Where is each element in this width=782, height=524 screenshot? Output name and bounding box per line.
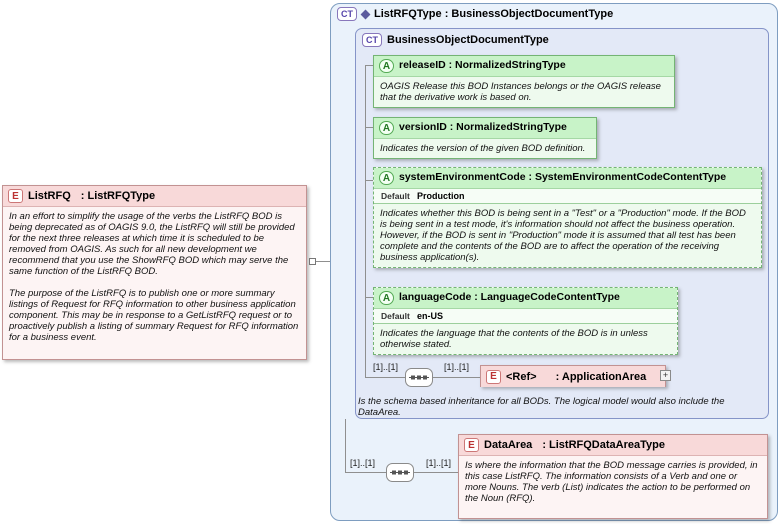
connector-line <box>345 419 346 473</box>
sequence-icon <box>386 463 414 487</box>
cardinality-label: [1]..[1] <box>444 362 470 372</box>
attribute-versionid[interactable]: A versionID : NormalizedStringType Indic… <box>373 117 597 159</box>
attribute-header: A systemEnvironmentCode : SystemEnvironm… <box>374 168 761 189</box>
connector-line <box>414 472 458 473</box>
default-value-row: Default Production <box>374 189 761 204</box>
attribute-doc: Indicates whether this BOD is being sent… <box>380 208 746 263</box>
element-name: ListRFQ <box>28 190 71 202</box>
attribute-badge-icon: A <box>379 291 394 305</box>
element-header: E ListRFQ : ListRFQType <box>3 186 306 207</box>
cardinality-label: [1]..[1] <box>350 458 376 468</box>
element-header: E <Ref> : ApplicationArea <box>481 366 665 387</box>
element-type: : ApplicationArea <box>555 370 647 383</box>
element-doc-paragraph: The purpose of the ListRFQ is to publish… <box>9 288 299 343</box>
complextype-badge-icon: CT <box>337 7 357 21</box>
connector-line <box>365 377 405 378</box>
default-value: Production <box>417 191 465 201</box>
attribute-doc: OAGIS Release this BOD Instances belongs… <box>380 81 661 103</box>
complextype-bod-header: CT BusinessObjectDocumentType <box>362 33 549 47</box>
complextype-bod-title: BusinessObjectDocumentType <box>387 34 549 46</box>
default-label: Default <box>381 191 410 201</box>
attribute-title: releaseID : NormalizedStringType <box>399 59 566 71</box>
element-type: : ListRFQType <box>80 190 156 202</box>
attribute-title: versionID : NormalizedStringType <box>399 121 567 133</box>
attribute-doc: Indicates the version of the given BOD d… <box>380 143 586 154</box>
element-name: <Ref> <box>506 370 537 383</box>
element-badge-icon: E <box>8 189 23 203</box>
type-reference-icon <box>309 258 316 265</box>
element-header: E DataArea : ListRFQDataAreaType <box>459 435 767 456</box>
content-model-icon <box>360 9 371 19</box>
attribute-systemenvironmentcode[interactable]: A systemEnvironmentCode : SystemEnvironm… <box>373 167 762 268</box>
complextype-badge-icon: CT <box>362 33 382 47</box>
complextype-listrfqtype-header: CT ListRFQType : BusinessObjectDocumentT… <box>337 7 613 21</box>
attribute-header: A languageCode : LanguageCodeContentType <box>374 288 677 309</box>
element-doc-paragraph: In an effort to simplify the usage of th… <box>9 211 295 277</box>
element-badge-icon: E <box>464 438 479 452</box>
attribute-header: A versionID : NormalizedStringType <box>374 118 596 139</box>
element-doc: In an effort to simplify the usage of th… <box>3 207 306 347</box>
connector-line <box>345 472 386 473</box>
attribute-languagecode[interactable]: A languageCode : LanguageCodeContentType… <box>373 287 678 355</box>
default-label: Default <box>381 311 410 321</box>
element-applicationarea-ref[interactable]: E <Ref> : ApplicationArea <box>480 365 666 387</box>
default-value-row: Default en-US <box>374 309 677 324</box>
connector-line <box>365 127 373 128</box>
default-value: en-US <box>417 311 444 321</box>
element-listrfq[interactable]: E ListRFQ : ListRFQType In an effort to … <box>2 185 307 360</box>
sequence-icon <box>405 368 433 392</box>
connector-line <box>365 65 366 378</box>
attribute-badge-icon: A <box>379 171 394 185</box>
expand-icon[interactable]: + <box>660 370 671 381</box>
connector-line <box>316 261 330 262</box>
cardinality-label: [1]..[1] <box>426 458 452 468</box>
attribute-title: languageCode : LanguageCodeContentType <box>399 291 620 303</box>
attribute-header: A releaseID : NormalizedStringType <box>374 56 674 77</box>
inheritance-doc: Is the schema based inheritance for all … <box>358 396 725 418</box>
complextype-title: ListRFQType : BusinessObjectDocumentType <box>374 8 614 20</box>
element-type: : ListRFQDataAreaType <box>542 439 665 451</box>
connector-line <box>365 297 373 298</box>
cardinality-label: [1]..[1] <box>373 362 399 372</box>
connector-line <box>433 377 480 378</box>
element-dataarea[interactable]: E DataArea : ListRFQDataAreaType Is wher… <box>458 434 768 519</box>
element-badge-icon: E <box>486 369 501 384</box>
element-doc: Is where the information that the BOD me… <box>465 460 758 504</box>
connector-line <box>365 180 373 181</box>
attribute-title: systemEnvironmentCode : SystemEnvironmen… <box>399 171 727 183</box>
attribute-badge-icon: A <box>379 121 394 135</box>
connector-line <box>365 65 373 66</box>
attribute-badge-icon: A <box>379 59 394 73</box>
attribute-releaseid[interactable]: A releaseID : NormalizedStringType OAGIS… <box>373 55 675 108</box>
element-name: DataArea <box>484 439 533 451</box>
attribute-doc: Indicates the language that the contents… <box>380 328 648 350</box>
